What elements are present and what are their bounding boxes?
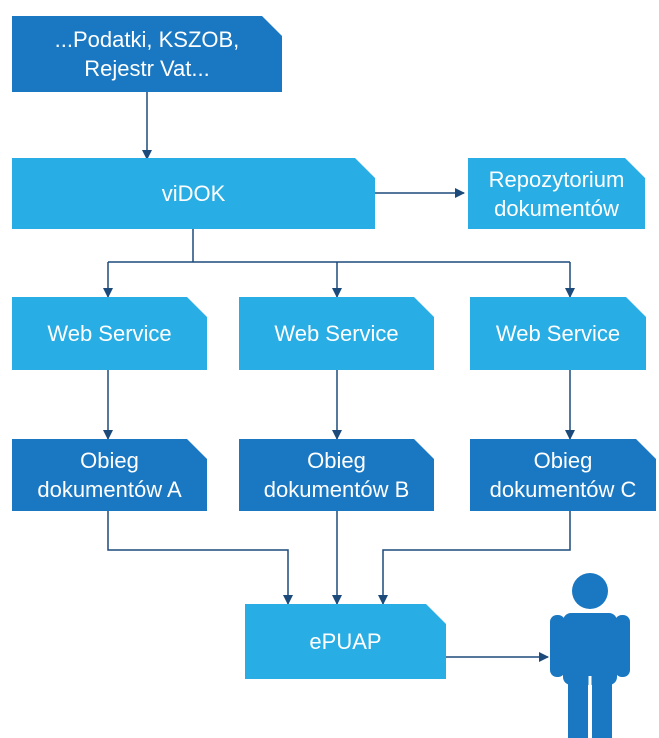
- web-service-c-node: Web Service: [470, 297, 646, 370]
- web-service-a-node: Web Service: [12, 297, 207, 370]
- flow-a-node: Obieg dokumentów A: [12, 439, 207, 511]
- sources-node-label: ...Podatki, KSZOB, Rejestr Vat...: [54, 27, 240, 81]
- epuap-node-label: ePUAP: [309, 629, 382, 654]
- web-service-a-label: Web Service: [47, 321, 172, 346]
- vidok-node-label: viDOK: [161, 181, 226, 206]
- arrow-flow-c-epuap: [378, 511, 571, 605]
- flow-b-label: Obieg dokumentów B: [263, 448, 410, 502]
- flow-c-node: Obieg dokumentów C: [470, 439, 656, 511]
- arrow-flow-a-epuap: [107, 511, 293, 605]
- vidok-node: viDOK: [12, 158, 375, 229]
- person-icon: [550, 573, 630, 738]
- epuap-node: ePUAP: [245, 604, 446, 679]
- sources-node: ...Podatki, KSZOB, Rejestr Vat...: [12, 16, 282, 92]
- web-service-c-label: Web Service: [495, 321, 621, 346]
- flow-c-label: Obieg dokumentów C: [489, 448, 637, 502]
- flow-a-label: Obieg dokumentów A: [37, 448, 182, 502]
- web-service-b-node: Web Service: [239, 297, 434, 370]
- web-service-b-label: Web Service: [274, 321, 399, 346]
- repository-node-label: Repozytorium dokumentów: [488, 166, 625, 221]
- flow-b-node: Obieg dokumentów B: [239, 439, 434, 511]
- repository-node: Repozytorium dokumentów: [468, 158, 645, 229]
